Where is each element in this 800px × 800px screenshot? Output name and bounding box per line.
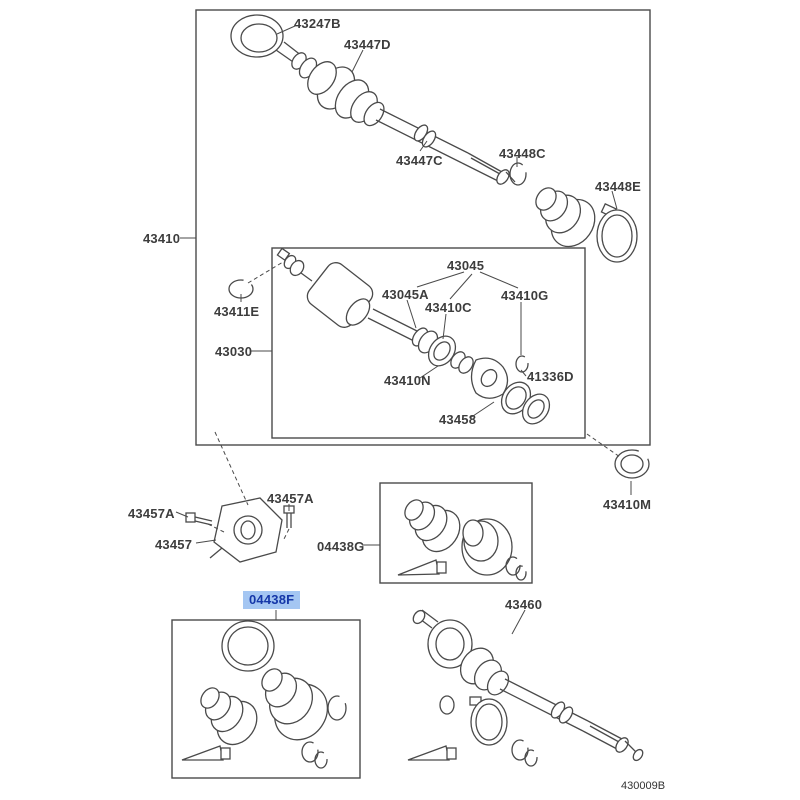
snap-ring-43448C-art (509, 162, 527, 186)
leader-lines (175, 25, 632, 635)
part-callout-43411E[interactable]: 43411E (214, 304, 260, 319)
boot-kit-04438G-art (397, 499, 527, 581)
part-callout-43457[interactable]: 43457 (155, 537, 193, 552)
part-callout-43247B[interactable]: 43247B (294, 16, 341, 31)
boot-kit-04438F-frame (171, 619, 361, 779)
inboard-joint-art (276, 247, 551, 425)
part-callout-43410N[interactable]: 43410N (384, 373, 431, 388)
part-callout-04438G[interactable]: 04438G (317, 539, 365, 554)
part-callout-43410C[interactable]: 43410C (425, 300, 472, 315)
part-callout-43460[interactable]: 43460 (505, 597, 543, 612)
part-callout-43448E[interactable]: 43448E (595, 179, 642, 194)
part-callout-43410M[interactable]: 43410M (603, 497, 652, 512)
drive-shaft-43460-art (407, 609, 644, 767)
part-callout-43447D[interactable]: 43447D (344, 37, 391, 52)
part-callout-43045A[interactable]: 43045A (382, 287, 429, 302)
part-callout-43410G[interactable]: 43410G (501, 288, 549, 303)
part-callout-43457A-top[interactable]: 43457A (267, 491, 314, 506)
outboard-shaft-art (230, 14, 516, 185)
part-callout-43410[interactable]: 43410 (143, 231, 181, 246)
dashed-relation-lines (207, 261, 621, 542)
part-callout-43045[interactable]: 43045 (447, 258, 485, 273)
part-callout-43457A-left[interactable]: 43457A (128, 506, 175, 521)
boot-kit-04438F-art (181, 620, 347, 769)
inner-joint-frame (271, 247, 586, 439)
main-assembly-frame (195, 9, 651, 446)
bracket-43457-art (185, 497, 295, 563)
part-callout-43447C[interactable]: 43447C (396, 153, 443, 168)
boot-kit-04438G-frame (379, 482, 533, 584)
boot-43448E-art (535, 187, 638, 263)
part-callout-41336D[interactable]: 41336D (527, 369, 574, 384)
ring-43410M-art (614, 449, 650, 479)
part-callout-43458[interactable]: 43458 (439, 412, 477, 427)
part-callout-43448C[interactable]: 43448C (499, 146, 546, 161)
clip-41336D-art (515, 355, 529, 373)
part-callout-04438F[interactable]: 04438F (243, 591, 301, 609)
part-callout-43030[interactable]: 43030 (215, 344, 253, 359)
diagram-code: 430009B (621, 780, 666, 792)
